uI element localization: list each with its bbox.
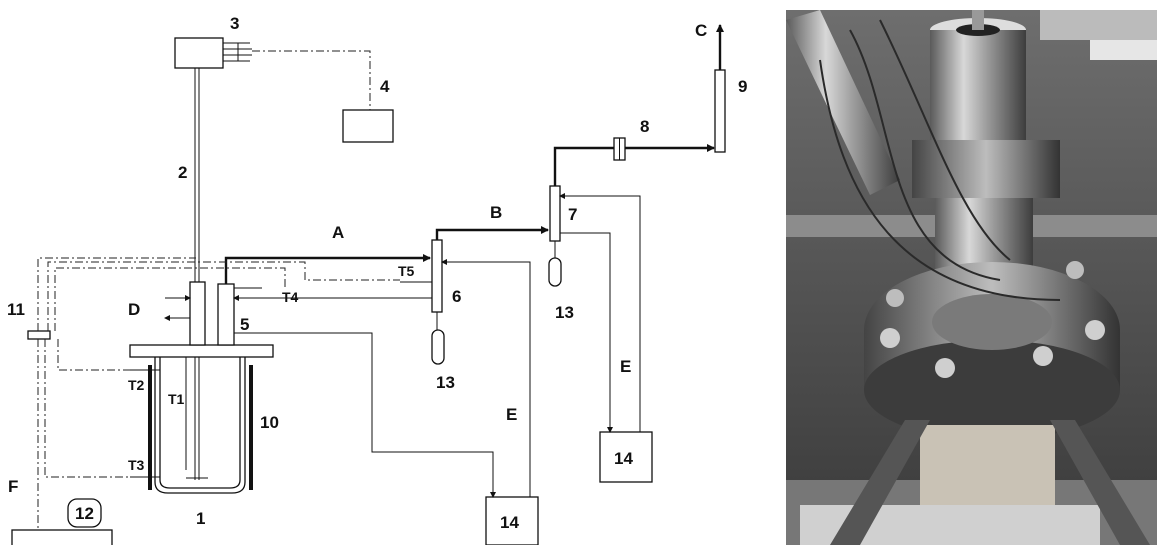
data-logger-11 — [27, 330, 51, 340]
label-t5: T5 — [398, 263, 415, 279]
chiller-14b — [599, 431, 653, 483]
motor-unit — [174, 37, 252, 69]
motor-control-signal — [252, 50, 371, 110]
coolant-e2-out — [560, 232, 613, 433]
coolant-e1-return — [441, 259, 531, 497]
outlet-9 — [714, 69, 726, 153]
coolant-e2-return — [559, 193, 641, 432]
label-7: 7 — [568, 205, 577, 224]
gas-outlet-tube — [217, 283, 235, 346]
label-12: 12 — [75, 504, 94, 523]
label-3: 3 — [230, 14, 239, 33]
label-e2: E — [620, 357, 631, 376]
label-t4: T4 — [282, 289, 299, 305]
label-13b: 13 — [555, 303, 574, 322]
chiller-14a — [485, 496, 539, 545]
shaft-cooling-sleeve — [189, 281, 206, 346]
condenser-6 — [431, 239, 443, 313]
label-b: B — [490, 203, 502, 222]
stirrer-shaft — [186, 68, 208, 480]
controller-box — [342, 109, 394, 143]
reactor-photo — [786, 10, 1157, 545]
stream-to-filter — [553, 146, 614, 186]
label-t2: T2 — [128, 377, 145, 393]
label-6: 6 — [452, 287, 461, 306]
collector-13a — [431, 329, 445, 365]
label-5: 5 — [240, 315, 249, 334]
label-d: D — [128, 300, 140, 319]
label-t1: T1 — [168, 391, 185, 407]
coolant-e1-out — [234, 332, 496, 498]
stream-b — [435, 226, 549, 240]
label-8: 8 — [640, 117, 649, 136]
reactor-vessel — [129, 344, 274, 494]
signal-t1-line — [37, 257, 196, 331]
label-10: 10 — [260, 413, 279, 432]
label-a: A — [332, 223, 344, 242]
label-9: 9 — [738, 77, 747, 96]
signal-t4-line — [54, 267, 286, 331]
label-f: F — [8, 477, 18, 496]
collector-13b — [548, 257, 562, 287]
signal-t5-line — [57, 339, 148, 371]
label-1: 1 — [196, 509, 205, 528]
computer-monitor — [67, 498, 102, 528]
heating-jacket — [148, 365, 253, 490]
label-14a: 14 — [500, 513, 519, 532]
label-2: 2 — [178, 163, 187, 182]
label-4: 4 — [380, 77, 390, 96]
computer-base — [11, 529, 113, 545]
label-t3: T3 — [128, 457, 145, 473]
label-13a: 13 — [436, 373, 455, 392]
label-c: C — [695, 21, 707, 40]
stream-a — [224, 254, 431, 284]
label-14b: 14 — [614, 449, 633, 468]
condenser-7 — [549, 185, 561, 242]
signal-t5b-line — [47, 261, 400, 331]
label-11: 11 — [7, 300, 25, 319]
label-e1: E — [506, 405, 517, 424]
